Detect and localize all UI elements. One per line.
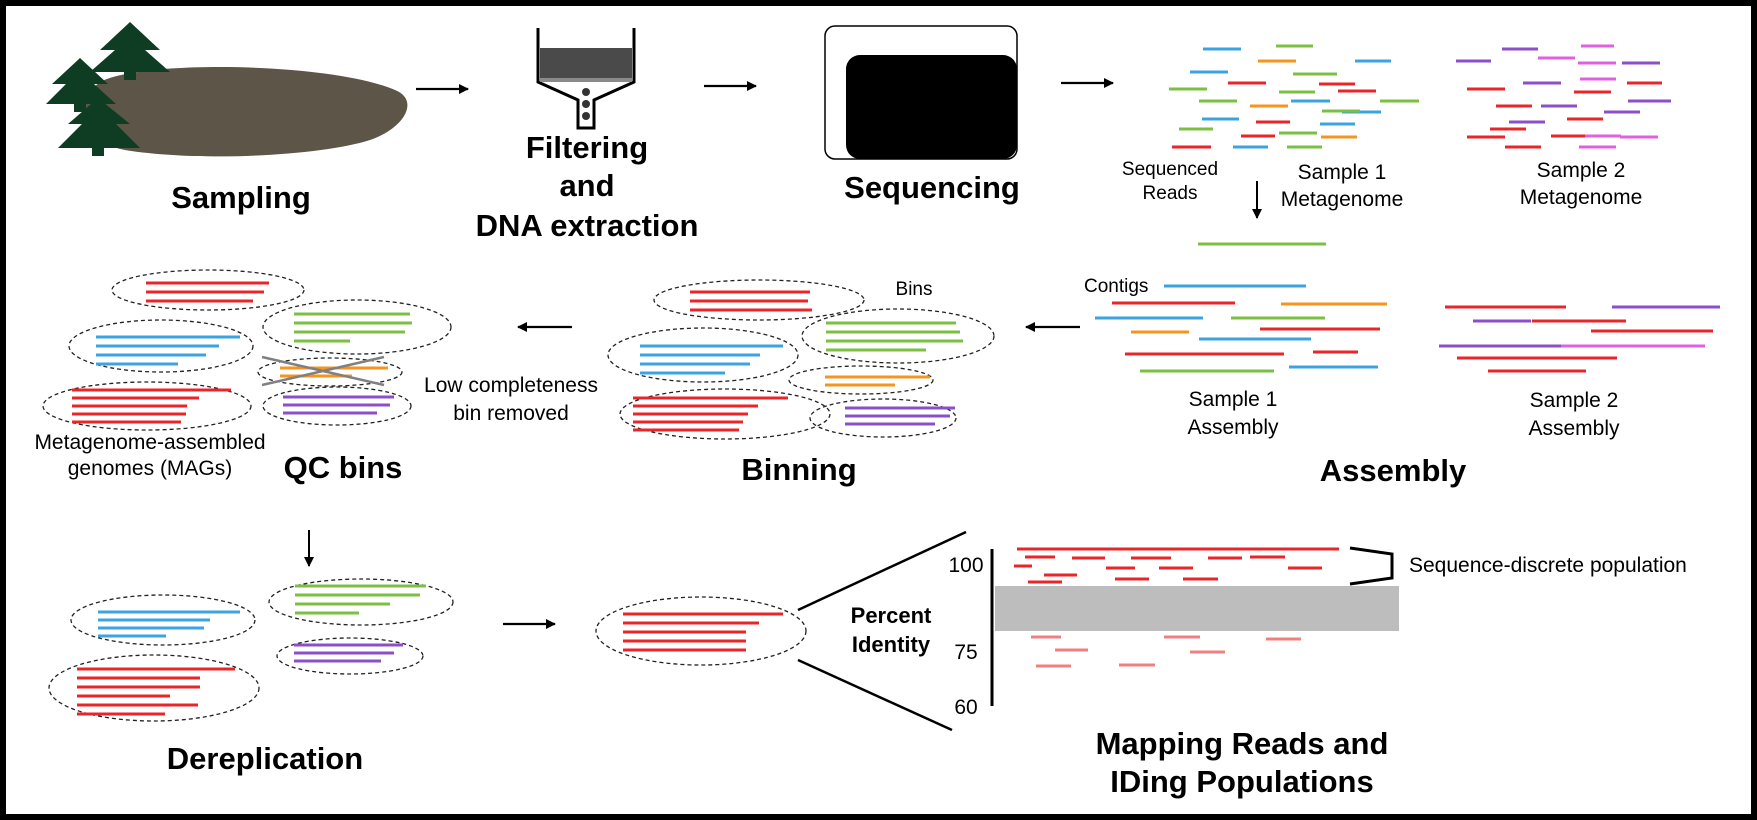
bin-outline bbox=[262, 386, 412, 426]
stage-title-filtering-line3: DNA extraction bbox=[476, 208, 699, 243]
sample1-contigs bbox=[1095, 242, 1387, 373]
sample2-reads bbox=[1456, 44, 1671, 149]
sample1-reads bbox=[1169, 44, 1419, 149]
bin-outline bbox=[48, 654, 260, 722]
percent-identity-label-line1: Percent bbox=[851, 603, 932, 628]
sequenced-reads-label-line1: Sequenced bbox=[1122, 159, 1218, 180]
stage-title-qc-bins: QC bins bbox=[284, 450, 403, 485]
mapped-reads bbox=[1014, 547, 1339, 668]
bin-outline bbox=[607, 327, 799, 383]
bin-outline bbox=[268, 578, 454, 626]
low-completeness-label-line2: bin removed bbox=[453, 402, 569, 425]
stage-title-sampling: Sampling bbox=[171, 180, 311, 215]
sample2-assembly-label-line1: Sample 2 bbox=[1530, 389, 1619, 412]
contigs-label: Contigs bbox=[1084, 276, 1148, 297]
percent-identity-label-line2: Identity bbox=[852, 632, 931, 657]
mapping-selected-bin bbox=[595, 596, 807, 666]
bin-outline bbox=[262, 299, 452, 355]
stage-title-filtering-line2: and bbox=[559, 168, 614, 203]
sample2-metagenome-label-line2: Metagenome bbox=[1520, 186, 1643, 209]
stage-title-dereplication: Dereplication bbox=[167, 741, 363, 776]
bins-label: Bins bbox=[896, 279, 933, 300]
tree-icon bbox=[46, 58, 116, 112]
sample2-assembly-label-line2: Assembly bbox=[1528, 417, 1620, 440]
population-bracket bbox=[1349, 546, 1394, 586]
stage-title-assembly: Assembly bbox=[1320, 453, 1467, 488]
binning-bins bbox=[607, 279, 995, 440]
stage-title-binning: Binning bbox=[741, 452, 856, 487]
bin-outline bbox=[42, 381, 252, 431]
mags-label-line1: Metagenome-assembled bbox=[34, 431, 265, 454]
stage-title-mapping-line2: IDing Populations bbox=[1110, 764, 1374, 799]
bin-outline bbox=[68, 319, 254, 373]
sequencer-icon bbox=[824, 25, 1018, 160]
sample1-assembly-label-line1: Sample 1 bbox=[1189, 388, 1278, 411]
bin-outline bbox=[111, 269, 305, 311]
filter-funnel-icon bbox=[536, 28, 636, 130]
bin-outline bbox=[653, 279, 865, 321]
low-completeness-label-line1: Low completeness bbox=[424, 374, 598, 397]
identity-tick-60: 60 bbox=[954, 696, 977, 719]
bin-outline bbox=[595, 596, 807, 666]
zoom-line-bottom bbox=[797, 658, 953, 732]
sample2-contigs bbox=[1439, 305, 1720, 373]
sequenced-reads-label-line2: Reads bbox=[1143, 183, 1198, 204]
identity-gap-band bbox=[995, 586, 1399, 631]
bin-outline bbox=[276, 637, 424, 675]
tree-icon bbox=[90, 22, 170, 80]
sample2-metagenome-label-line1: Sample 2 bbox=[1537, 159, 1626, 182]
sampling-illustration bbox=[46, 22, 408, 157]
tree-icon bbox=[58, 98, 140, 156]
bin-outline bbox=[257, 357, 403, 387]
dereplication-bins bbox=[48, 578, 454, 722]
bin-outline bbox=[619, 388, 831, 440]
stage-title-mapping-line1: Mapping Reads and bbox=[1096, 726, 1389, 761]
bin-outline bbox=[801, 308, 995, 364]
removed-bin-cross-icon bbox=[261, 355, 385, 387]
bin-outline bbox=[70, 594, 256, 646]
soil-mound bbox=[85, 67, 408, 157]
sample1-metagenome-label-line1: Sample 1 bbox=[1298, 161, 1387, 184]
mags-label-line2: genomes (MAGs) bbox=[68, 457, 233, 480]
stage-title-filtering-line1: Filtering bbox=[526, 130, 648, 165]
zoom-line-top bbox=[797, 530, 967, 612]
identity-tick-100: 100 bbox=[948, 554, 983, 577]
sample1-metagenome-label-line2: Metagenome bbox=[1281, 188, 1404, 211]
sample1-assembly-label-line2: Assembly bbox=[1187, 416, 1279, 439]
stage-title-sequencing: Sequencing bbox=[844, 170, 1020, 205]
identity-tick-75: 75 bbox=[954, 641, 977, 664]
sequence-discrete-population-label: Sequence-discrete population bbox=[1409, 554, 1687, 577]
bin-outline bbox=[809, 398, 957, 438]
bin-outline bbox=[788, 365, 934, 395]
